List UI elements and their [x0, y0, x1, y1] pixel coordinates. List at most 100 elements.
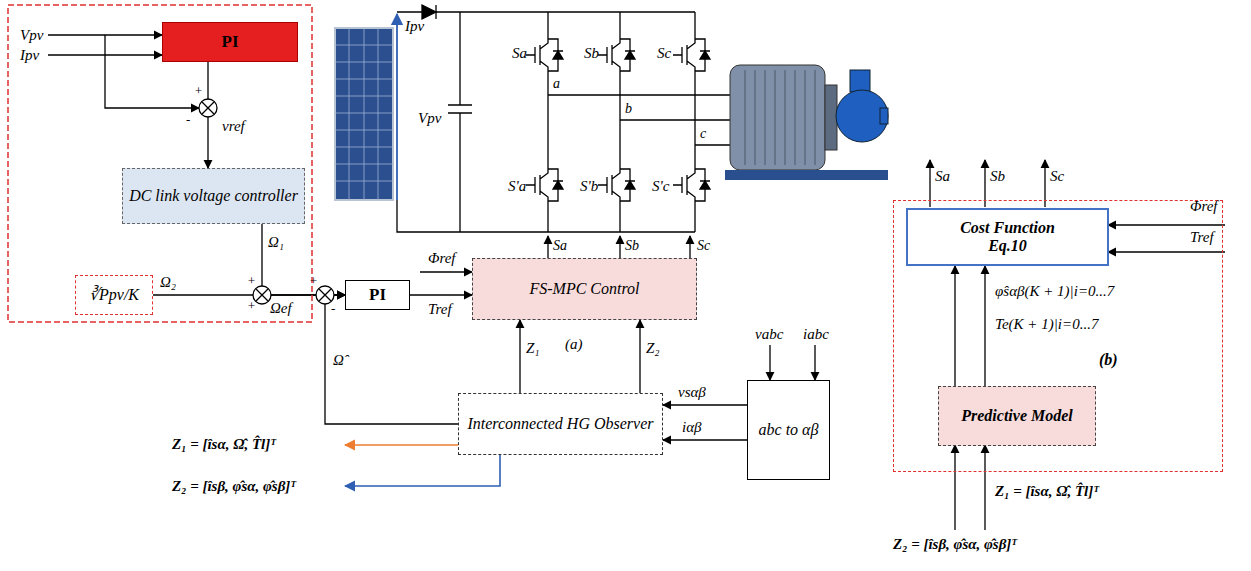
inverter-circuit [397, 5, 730, 232]
signal-label: Tref [1190, 229, 1214, 246]
summing-junctions [202, 102, 214, 114]
connector [325, 295, 458, 424]
motor-pump [836, 90, 888, 142]
motor-pump [745, 70, 815, 165]
motor-pump [850, 70, 870, 92]
input-wires [769, 345, 770, 380]
summing-junctions [319, 289, 331, 301]
signal-label: Φref [1190, 198, 1218, 215]
inverter-circuit [422, 5, 436, 19]
signal-label: Z₁ [526, 340, 540, 357]
inverter-circuit [396, 14, 398, 200]
signal-label: - [186, 113, 190, 127]
controller-box: PI [345, 280, 410, 310]
signal-label: + [194, 84, 203, 98]
signal-label: iabc [803, 326, 829, 343]
inverter-circuit [526, 165, 563, 205]
signal-label: Tref [428, 301, 452, 318]
signal-label: S'a [508, 178, 526, 195]
inverter-circuit [673, 165, 710, 205]
signal-label: vref [222, 118, 245, 135]
signal-label: Sb [625, 238, 639, 253]
node-text: PI [222, 32, 239, 52]
inverter-circuit [673, 35, 710, 75]
signal-label: Sa [935, 168, 950, 185]
signal-label: Te(K + 1)|i=0...7 [995, 316, 1098, 333]
connector [262, 224, 345, 295]
node-text: PI [369, 285, 386, 305]
signal-label: (a) [565, 336, 583, 353]
signal-label: Z₂ = [îsβ, φ̂sα, φ̂sβ]ᵀ [893, 536, 1017, 553]
signal-label: Z₁ = [îsα, Ω̂, T̂l]ᵀ [995, 483, 1099, 500]
motor-pump [730, 65, 825, 170]
signal-label: Vpv [418, 110, 441, 127]
observer-output-arrows [345, 455, 500, 486]
connector [410, 294, 472, 295]
motor-pump [725, 170, 888, 180]
connector [954, 266, 955, 386]
signal-label: Sc [697, 238, 710, 253]
signal-label: Vpv [20, 27, 43, 44]
inverter-circuit [397, 11, 695, 12]
node-text: Predictive Model [961, 407, 1073, 425]
motor-pump [725, 65, 888, 180]
summing-junctions [199, 99, 217, 117]
input-wires [814, 345, 815, 380]
signal-label: Sb [584, 45, 599, 62]
signal-label: Z₂ = [îsβ, φ̂sα, φ̂sβ]ᵀ [172, 478, 296, 495]
signal-label: Ω̂ [333, 352, 344, 369]
transform-box: abc to αβ [747, 380, 830, 480]
signal-label: Z₁ = [îsα, Ω̂, T̂l]ᵀ [172, 436, 276, 453]
pv-panel [335, 28, 393, 200]
signal-label: Ipv [405, 18, 424, 35]
input-wires [619, 236, 620, 258]
process-box: Cost Function Eq.10 [906, 208, 1109, 266]
signal-label: Sc [657, 45, 671, 62]
controller-box: PI [162, 22, 298, 62]
signal-label: Φref [428, 250, 456, 267]
input-wires [984, 445, 985, 530]
node-text: Cost Function Eq.10 [948, 219, 1068, 256]
input-wires [954, 445, 955, 530]
signal-label: + [309, 274, 318, 288]
signal-label: φ̂sαβ(K + 1)|i=0...7 [995, 283, 1114, 300]
process-box: Predictive Model [938, 386, 1096, 446]
signal-label: c [700, 126, 706, 141]
inverter-circuit [598, 35, 635, 75]
pv-region-outline [8, 5, 312, 322]
input-wires [547, 236, 548, 258]
node-text: abc to αβ [759, 421, 819, 439]
signal-label: Ω₁ [268, 234, 284, 251]
signal-label: b [625, 101, 632, 116]
connector [663, 404, 747, 405]
node-text: Interconnected HG Observer [467, 415, 653, 433]
pv-region-outline [8, 5, 312, 322]
signal-label: Sb [990, 168, 1005, 185]
input-wires [420, 271, 472, 272]
inverter-circuit [435, 5, 436, 19]
observer-box: Interconnected HG Observer [458, 393, 663, 455]
input-wires [1108, 251, 1225, 252]
pv-panel [335, 28, 393, 200]
pv-panel [335, 28, 393, 200]
signal-label: vabc [755, 326, 783, 343]
node-text: ∛Ppv/K [89, 286, 139, 304]
connector [519, 320, 520, 393]
signal-label: S'b [580, 178, 598, 195]
input-wires [689, 236, 690, 258]
input-wires [1108, 224, 1225, 225]
formula-box: ∛Ppv/K [75, 275, 153, 315]
inverter-circuit [448, 12, 472, 232]
motor-pump [880, 108, 888, 124]
signal-label: - [331, 302, 335, 316]
connector [984, 266, 985, 386]
observer-output-arrows [345, 444, 458, 446]
node-text: DC link voltage controller [129, 187, 298, 205]
signal-label: + [247, 299, 256, 313]
connector [663, 439, 747, 440]
control-box: FS-MPC Control [472, 258, 697, 320]
signal-label: Ω₂ [160, 274, 176, 291]
signal-label: S'c [652, 178, 669, 195]
inverter-circuit [598, 165, 635, 205]
